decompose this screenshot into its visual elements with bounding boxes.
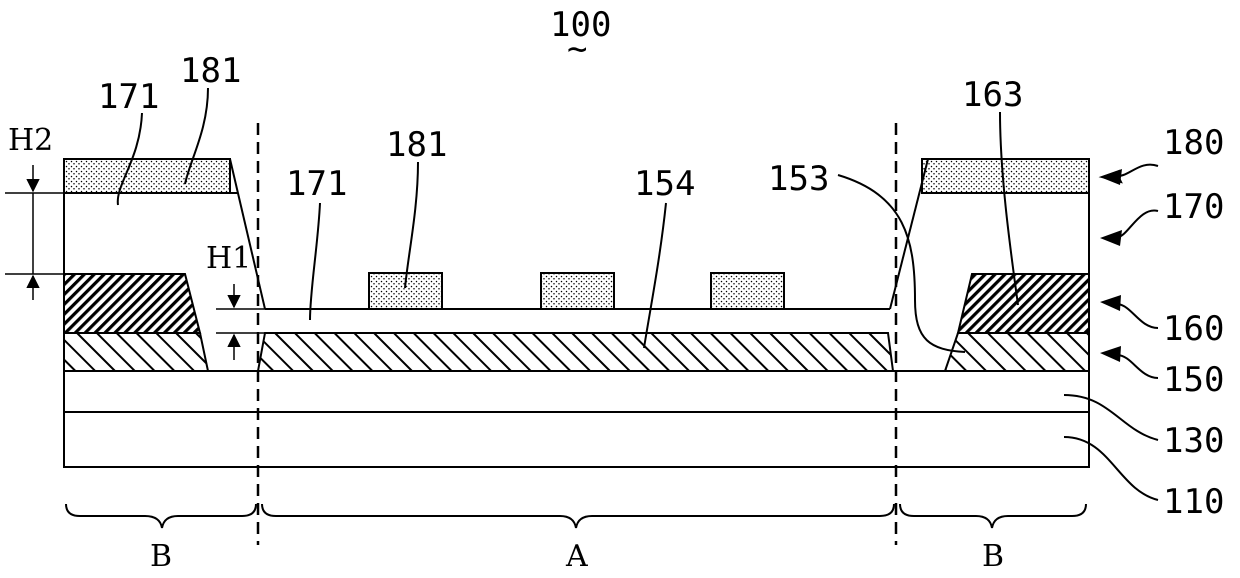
figure-number-mark: ~ <box>567 29 587 69</box>
label-110: 110 <box>1163 482 1224 522</box>
leader-170-arrow <box>1118 210 1158 237</box>
label-130: 130 <box>1163 421 1224 461</box>
leader-171-center <box>310 203 320 320</box>
arrowhead-170 <box>1100 230 1122 246</box>
label-170: 170 <box>1163 187 1224 227</box>
leader-160-arrow <box>1118 304 1158 328</box>
brace-center-a <box>262 504 894 528</box>
label-171-center: 171 <box>286 164 347 204</box>
leader-150-arrow <box>1118 355 1158 378</box>
arrowhead-160 <box>1100 295 1121 311</box>
layer-154 <box>258 333 893 371</box>
layer-160-right <box>958 274 1089 333</box>
leader-154 <box>644 203 666 348</box>
h1-label: H1 <box>206 241 251 276</box>
pattern-181-c <box>711 273 784 309</box>
arrowhead-150 <box>1100 346 1121 362</box>
label-153: 153 <box>768 159 829 199</box>
arrowhead-180 <box>1100 169 1122 185</box>
label-154: 154 <box>634 164 695 204</box>
layer-110-substrate <box>64 412 1089 467</box>
pattern-181-b <box>541 273 614 309</box>
brace-left-b <box>66 504 256 528</box>
layer-180-right <box>922 159 1089 193</box>
layer-170-left-slope <box>230 159 265 309</box>
h2-label: H2 <box>8 123 53 158</box>
region-label-center: A <box>565 539 588 574</box>
label-150: 150 <box>1163 360 1224 400</box>
region-label-left: B <box>150 539 172 574</box>
label-181-center: 181 <box>386 125 447 165</box>
label-160: 160 <box>1163 309 1224 349</box>
region-label-right: B <box>982 539 1004 574</box>
brace-right-b <box>900 504 1086 528</box>
layer-130 <box>64 371 1089 412</box>
label-163: 163 <box>962 75 1023 115</box>
layer-150-left <box>64 333 208 371</box>
label-180: 180 <box>1163 123 1224 163</box>
label-181-left: 181 <box>180 51 241 91</box>
layer-180-left <box>64 159 230 193</box>
layer-150-right <box>945 333 1089 371</box>
layer-160-left <box>64 274 200 333</box>
label-171-left: 171 <box>98 77 159 117</box>
leader-110 <box>1064 437 1158 500</box>
leader-130 <box>1064 395 1158 440</box>
leader-181-center <box>405 162 418 288</box>
